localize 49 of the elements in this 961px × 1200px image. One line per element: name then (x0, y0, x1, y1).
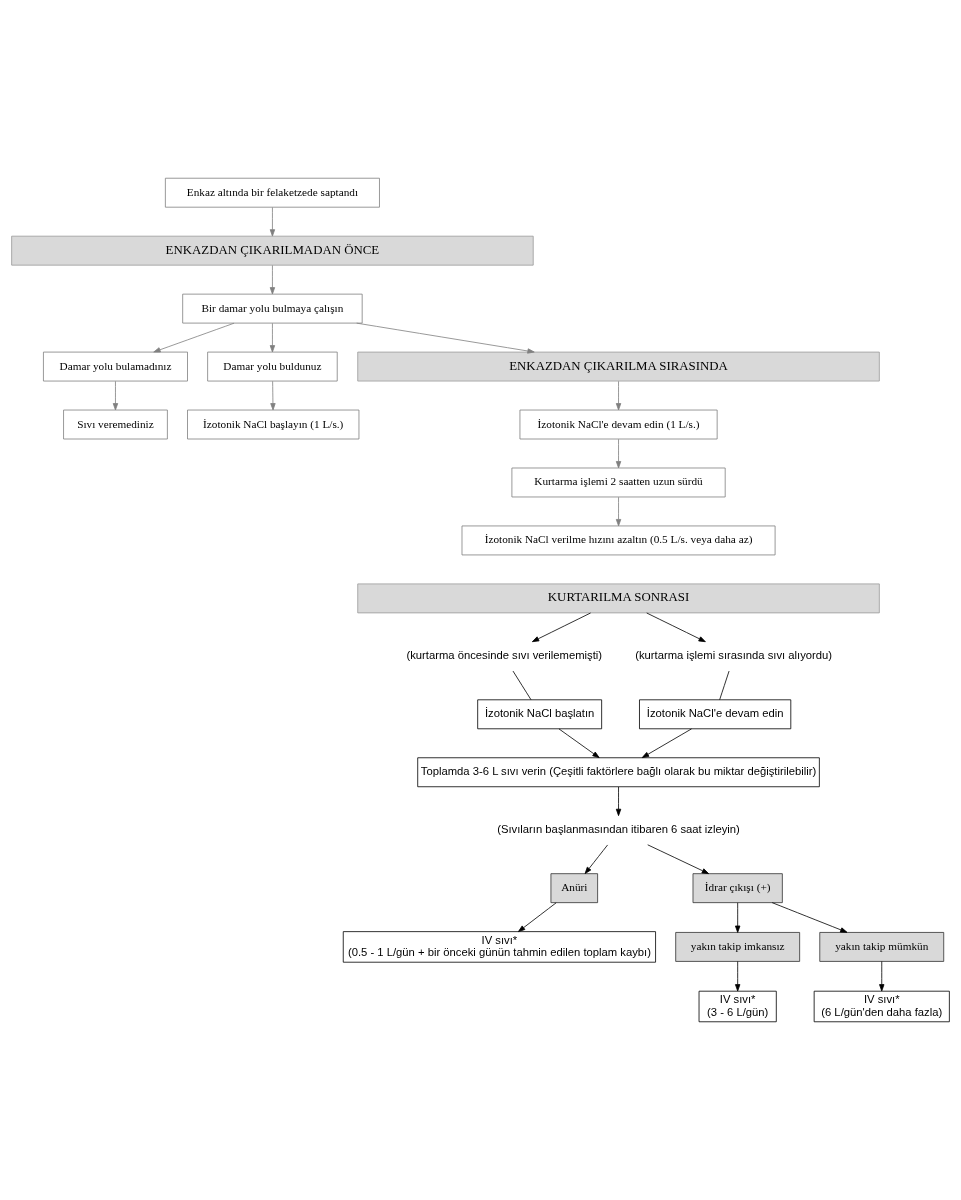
arrow (269, 207, 276, 237)
node-box: İzotonik NaCl'e devam edin (639, 699, 792, 730)
arrow (615, 438, 622, 469)
node-text: (kurtarma öncesinde sıvı verilememişti) (406, 649, 603, 662)
node-box: İzotonik NaCl'e devam edin (1 L/s.) (519, 409, 718, 440)
node-box: KURTARILMA SONRASI (357, 583, 880, 614)
arrow (518, 902, 557, 932)
arrow (269, 322, 276, 353)
arrow (153, 322, 235, 353)
arrow (641, 728, 692, 758)
node-box: Sıvı veremediniz (63, 409, 168, 440)
arrow (270, 380, 276, 411)
arrow (584, 844, 608, 874)
node-box: Damar yolu bulamadınız (43, 351, 188, 382)
arrow (112, 380, 119, 411)
arrow (531, 612, 591, 643)
node-box: IV sıvı* (0.5 - 1 L/gün + bir önceki günün tahmin edilen toplam kaybı) (342, 931, 656, 963)
arrow (356, 322, 535, 354)
arrow (558, 728, 600, 758)
node-box: IV sıvı* (3 - 6 L/gün) (698, 990, 777, 1023)
node-box: ENKAZDAN ÇIKARILMADAN ÖNCE (11, 235, 534, 266)
arrow (771, 902, 848, 933)
node-box: Anüri (550, 873, 598, 904)
node-box: IV sıvı* (6 L/gün'den daha fazla) (813, 990, 950, 1023)
arrow (879, 961, 885, 992)
arrow (615, 496, 622, 527)
node-box: yakın takip mümkün (819, 932, 945, 962)
node-box: İdrar çıkışı (+) (692, 873, 783, 904)
node-box: Toplamda 3-6 L sıvı verin (Çeşitli faktörlere bağlı olarak bu miktar değiştirilebilir) (417, 757, 820, 788)
node-box: Enkaz altında bir felaketzede saptandı (164, 177, 380, 208)
node-box: İzotonik NaCl verilme hızını azaltın (0.5 L/s. veya daha az) (461, 525, 776, 556)
node-box: Bir damar yolu bulmaya çalışın (182, 293, 363, 324)
node-box: Kurtarma işlemi 2 saatten uzun sürdü (511, 467, 726, 498)
node-box: İzotonik NaCl başlayın (1 L/s.) (187, 409, 360, 440)
arrow (647, 844, 709, 874)
connector (719, 670, 730, 701)
arrow (615, 380, 622, 411)
arrow (735, 902, 741, 933)
arrow (646, 612, 706, 643)
arrow (735, 961, 741, 992)
node-box: ENKAZDAN ÇIKARILMA SIRASINDA (357, 351, 880, 382)
node-box: Damar yolu buldunuz (207, 351, 338, 382)
node-text: (Sıvıların başlanmasından itibaren 6 saat izleyin) (497, 823, 740, 836)
node-box: yakın takip imkansız (675, 932, 801, 962)
arrow (269, 265, 276, 295)
connector (512, 670, 532, 701)
node-text: (kurtarma işlemi sırasında sıvı alıyordu) (635, 649, 833, 662)
arrow (615, 786, 622, 817)
node-box: İzotonik NaCl başlatın (477, 699, 603, 730)
